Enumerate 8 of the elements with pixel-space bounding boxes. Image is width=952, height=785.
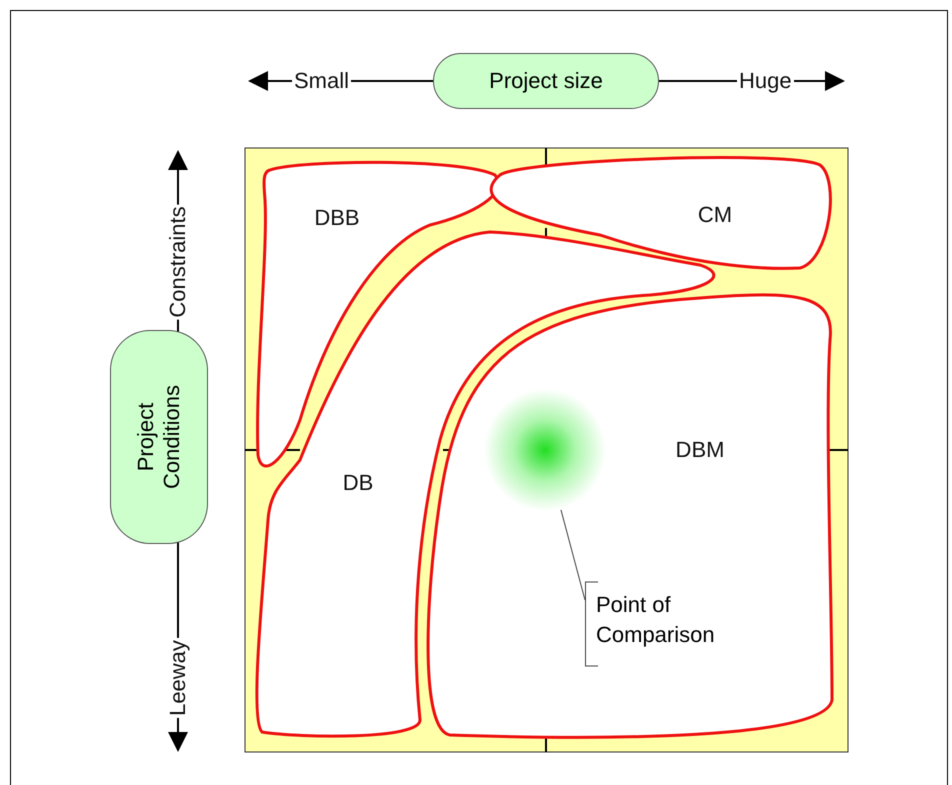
region-label: DBB: [314, 205, 360, 231]
category-pill: Project Conditions: [110, 330, 208, 544]
region-label: CM: [698, 202, 732, 228]
region-label: DB: [342, 470, 374, 496]
callout-text: Point of Comparison: [585, 582, 745, 666]
category-pill: Project size: [433, 53, 659, 109]
region-label: DBM: [676, 437, 724, 463]
leader-line: [560, 509, 586, 600]
